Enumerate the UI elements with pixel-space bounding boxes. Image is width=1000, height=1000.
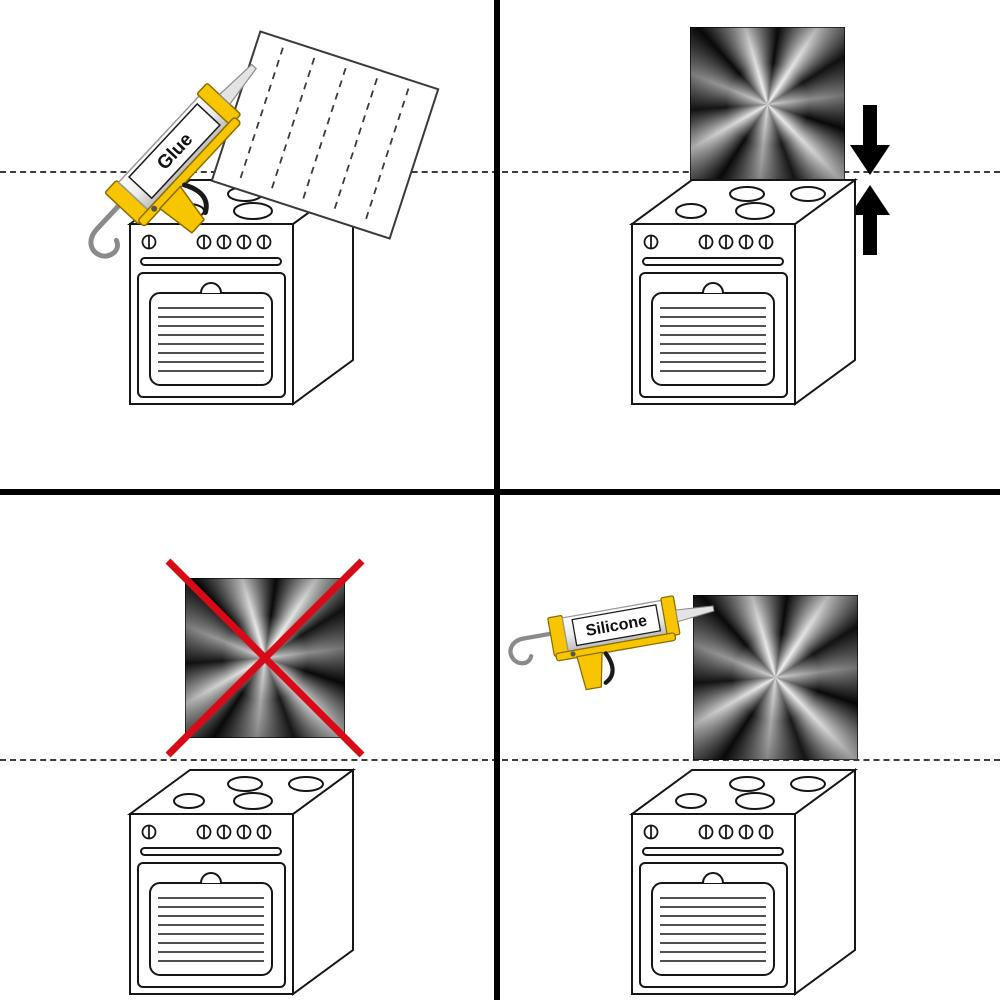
- press-up-arrow-icon: [850, 185, 890, 215]
- panel-prohibited: [0, 495, 494, 1000]
- vertical-divider: [494, 0, 500, 1000]
- stove-icon: [631, 179, 856, 405]
- press-down-arrow-icon: [863, 105, 877, 147]
- caulking-gun-icon: Silicone: [498, 570, 733, 705]
- wall-dashed-line-bottom: [0, 759, 1000, 761]
- panel-press-to-wall: [500, 0, 1000, 489]
- metal-panel-icon: [690, 27, 845, 182]
- caulking-gun-icon: Glue: [51, 29, 312, 298]
- stove-icon: [631, 769, 856, 995]
- metal-panel-icon: [693, 595, 858, 760]
- panel-apply-glue: Glue: [0, 0, 494, 489]
- glue-bead-lines: [238, 47, 410, 222]
- horizontal-divider: [0, 489, 1000, 495]
- press-arrows-icon: [850, 105, 890, 255]
- wall-dashed-line-top: [0, 171, 1000, 173]
- adhesive-lines-board-icon: [210, 30, 440, 240]
- stove-icon: [129, 769, 354, 995]
- prohibition-cross-icon: [165, 558, 365, 758]
- panel-apply-silicone: Silicone: [500, 495, 1000, 1000]
